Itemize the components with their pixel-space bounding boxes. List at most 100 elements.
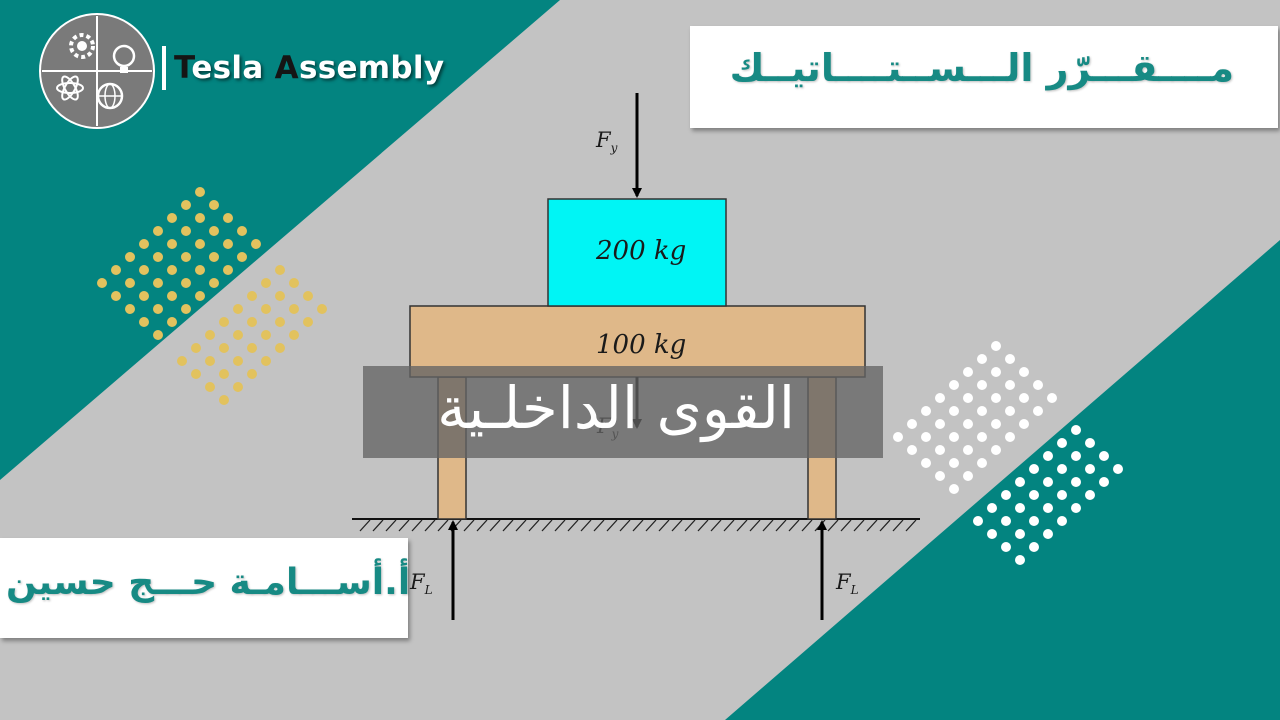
decor-dot [1047, 393, 1057, 403]
brand-initial-t: T [174, 50, 192, 86]
table-top [409, 305, 866, 378]
decor-dot [111, 265, 121, 275]
decor-dot [973, 516, 983, 526]
decor-dot [219, 369, 229, 379]
decor-dot [139, 265, 149, 275]
decor-dot [205, 382, 215, 392]
decor-dot [261, 278, 271, 288]
decor-dot [303, 317, 313, 327]
decor-dot [153, 304, 163, 314]
decor-dot [1043, 529, 1053, 539]
hatch-line [372, 519, 384, 532]
decor-dot [223, 213, 233, 223]
decor-dot [139, 291, 149, 301]
decor-dot [907, 445, 917, 455]
decor-dot [237, 226, 247, 236]
decor-dot [977, 354, 987, 364]
decor-dot [921, 458, 931, 468]
decor-dot [1019, 367, 1029, 377]
hatch-line [528, 519, 540, 532]
decor-dot [303, 291, 313, 301]
decor-dot [935, 445, 945, 455]
decor-dot [233, 382, 243, 392]
decor-dot [261, 330, 271, 340]
brand-initial-a: A [274, 50, 299, 86]
upper-mass-label: 200 kg [596, 236, 687, 266]
decor-dot [1057, 490, 1067, 500]
decor-dot [949, 380, 959, 390]
hatch-line [632, 519, 644, 532]
decor-dot [139, 239, 149, 249]
decor-dot [97, 278, 107, 288]
decor-dot [1029, 490, 1039, 500]
decor-dot [1113, 464, 1123, 474]
decor-dot [1057, 516, 1067, 526]
force-top-sub: y [610, 141, 618, 156]
decor-dot [963, 445, 973, 455]
hatch-line [645, 519, 657, 532]
hatch-line [697, 519, 709, 532]
decor-dot [233, 304, 243, 314]
hatch-line [879, 519, 891, 532]
hatch-line [463, 519, 475, 532]
decor-dot [1005, 406, 1015, 416]
decor-dot [921, 432, 931, 442]
hatch-line [606, 519, 618, 532]
decor-dot [237, 252, 247, 262]
gold-dot-pattern [97, 187, 327, 405]
decor-dot [1001, 516, 1011, 526]
decor-dot [195, 187, 205, 197]
hatch-line [359, 519, 371, 532]
decor-dot [167, 213, 177, 223]
decor-dot [1019, 393, 1029, 403]
hatch-line [411, 519, 423, 532]
decor-dot [1005, 380, 1015, 390]
decor-dot [1005, 432, 1015, 442]
hatch-line [905, 519, 917, 532]
decor-dot [1005, 354, 1015, 364]
decor-dot [195, 239, 205, 249]
decor-dot [181, 200, 191, 210]
hatch-line [684, 519, 696, 532]
decor-dot [275, 265, 285, 275]
decor-dot [1043, 451, 1053, 461]
hatch-line [788, 519, 800, 532]
decor-dot [181, 304, 191, 314]
decor-dot [1085, 438, 1095, 448]
teal-band-bottom-right [725, 240, 1280, 720]
ground-hatching [359, 519, 917, 532]
decor-dot [1019, 419, 1029, 429]
decor-dot [1043, 503, 1053, 513]
brand-divider [162, 46, 166, 90]
white-dot-pattern [893, 341, 1123, 565]
hatch-line [866, 519, 878, 532]
decor-dot [275, 317, 285, 327]
decor-dot [153, 330, 163, 340]
decor-dot [275, 291, 285, 301]
decor-dot [289, 330, 299, 340]
decor-dot [1057, 464, 1067, 474]
decor-dot [209, 200, 219, 210]
force-right-sub: L [850, 583, 859, 598]
atom-icon [56, 75, 84, 101]
decor-dot [1033, 406, 1043, 416]
brand: Tesla Assembly [162, 44, 444, 92]
decor-dot [1043, 477, 1053, 487]
hatch-line [437, 519, 449, 532]
decor-dot [1057, 438, 1067, 448]
decor-dot [1071, 503, 1081, 513]
hatch-line [619, 519, 631, 532]
decor-dot [205, 356, 215, 366]
hatch-line [801, 519, 813, 532]
force-left-symbol: F [410, 570, 425, 594]
brand-name: Tesla Assembly [174, 50, 444, 86]
hatch-line [554, 519, 566, 532]
lower-mass-label: 100 kg [596, 330, 687, 360]
force-label-left: FL [410, 570, 433, 597]
hatch-line [723, 519, 735, 532]
decor-dot [247, 291, 257, 301]
decor-dot [991, 419, 1001, 429]
decor-dot [1015, 555, 1025, 565]
hatch-line [502, 519, 514, 532]
globe-icon [96, 82, 124, 110]
